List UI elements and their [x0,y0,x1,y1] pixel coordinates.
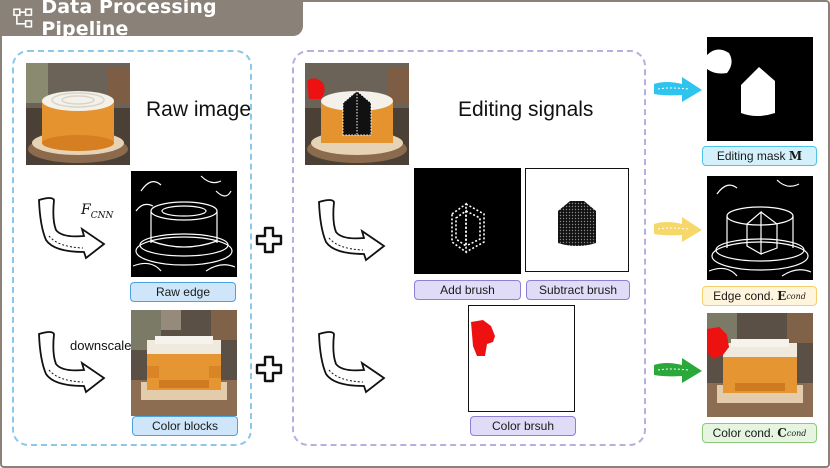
color-blocks-image [131,310,237,416]
color-brush-label: Color brsuh [470,416,576,436]
subtract-brush-label: Subtract brush [526,280,630,300]
input-processing-panel [12,50,252,446]
raw-edge-label: Raw edge [130,282,236,302]
title-bar: Data Processing Pipeline [0,0,303,40]
raw-edge-image [131,171,237,277]
editing-mask-image [707,37,813,141]
edge-cond-image [707,176,813,280]
yellow-arrow-icon [654,217,702,242]
fcnn-arrow-icon [38,197,106,260]
plus-icon [255,355,283,383]
editing-signals-image [305,63,409,165]
flow-diagram-icon [13,8,33,28]
green-arrow-icon [654,358,702,383]
page-title: Data Processing Pipeline [41,0,217,40]
raw-image-text: Raw image [146,98,252,121]
color-blocks-label: Color blocks [132,416,238,436]
color-brush-image [468,305,575,412]
editing-signals-panel [292,50,646,446]
raw-image [26,63,130,165]
plus-icon [255,226,283,254]
color-cond-image [707,313,813,417]
subtract-brush-image [525,168,629,272]
add-brush-image [414,168,521,274]
fcnn-label: FCNN [81,202,114,221]
color-brush-arrow-icon [318,331,386,394]
downscale-arrow-icon [38,331,106,394]
downscale-text: downscale [70,338,132,353]
add-brush-label: Add brush [414,280,521,300]
editing-mask-label: Editing mask M [702,146,817,166]
brush-arrow-icon [318,199,386,262]
editing-signals-text: Editing signals [458,98,594,121]
cyan-arrow-icon [654,77,702,102]
